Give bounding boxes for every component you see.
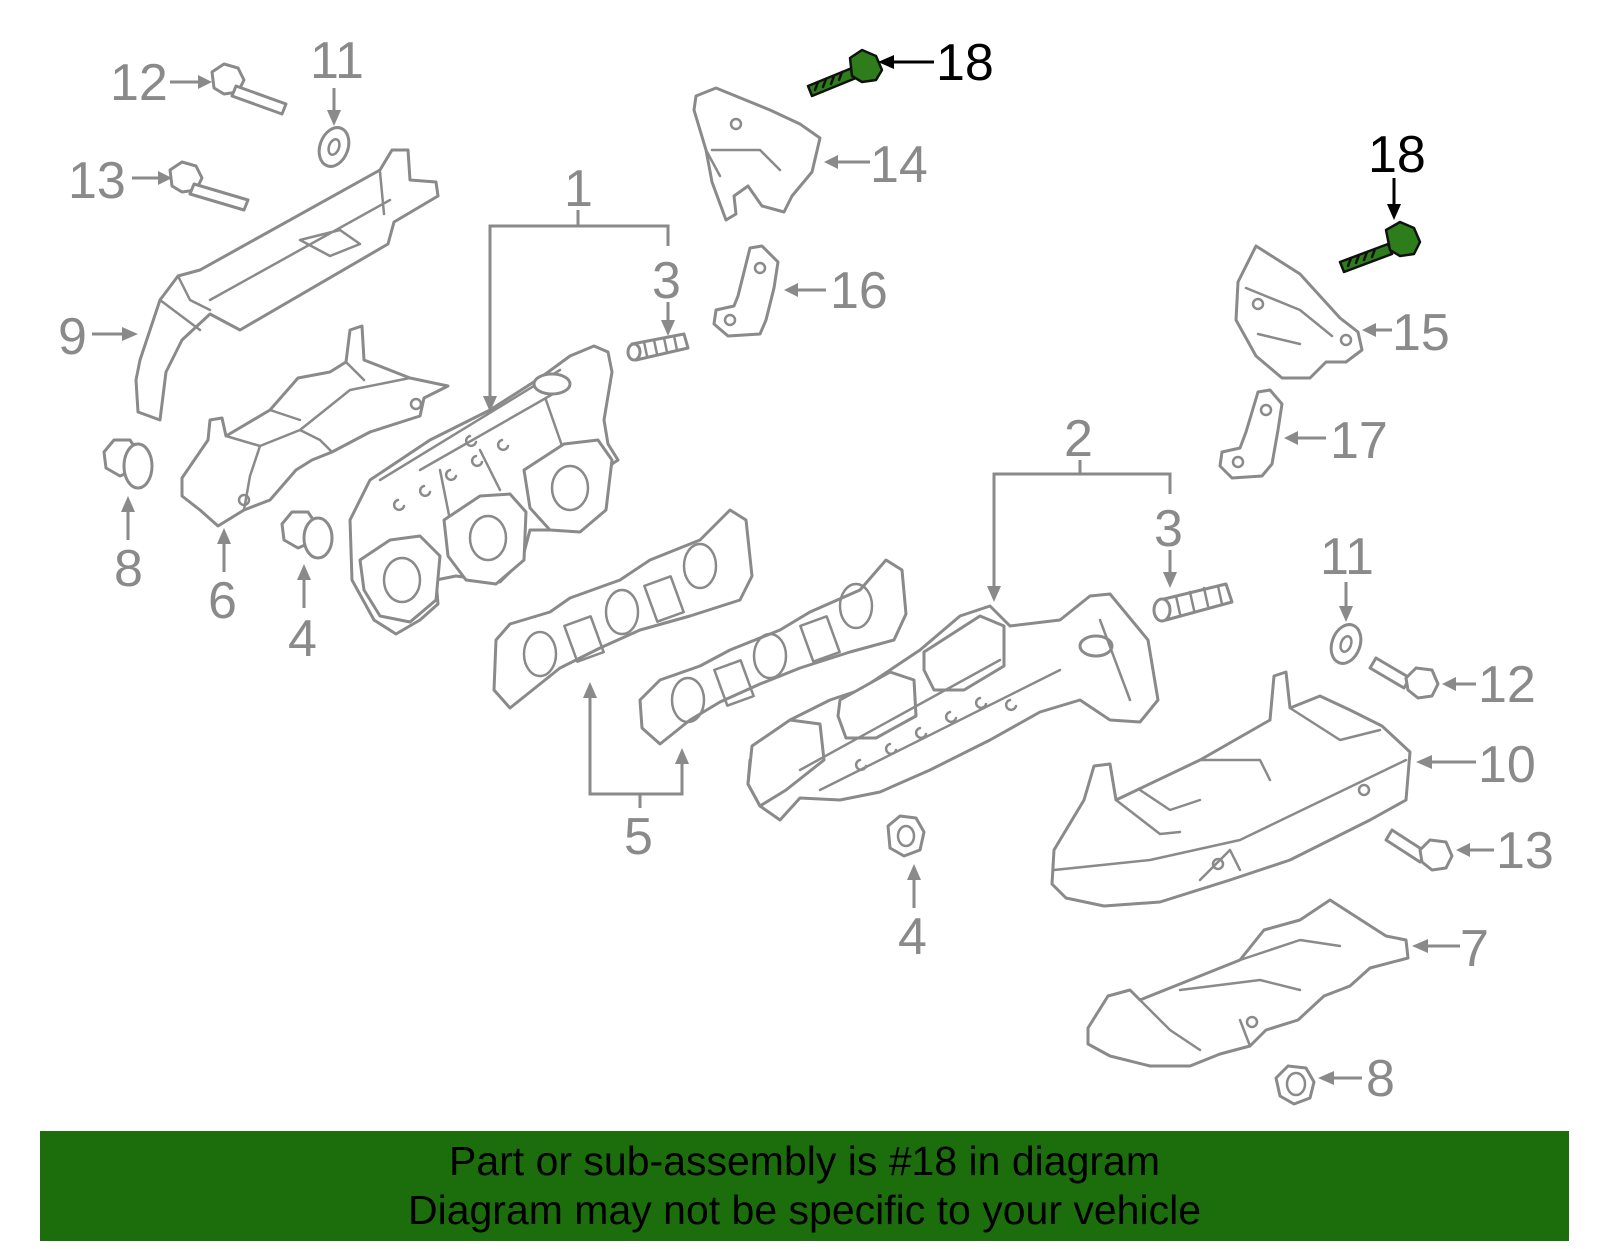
part-1-exhaust-manifold[interactable] [348, 344, 620, 636]
part-12-bolt-right[interactable] [1368, 656, 1440, 700]
part-12-bolt-left[interactable] [210, 62, 288, 116]
part-11-washer-left[interactable] [314, 123, 354, 170]
part-3-stud-right[interactable] [1152, 582, 1234, 623]
callout-2: 2 [1064, 410, 1093, 468]
callout-16: 16 [830, 262, 888, 320]
part-15-heat-shield[interactable] [1234, 244, 1364, 380]
callout-4-right: 4 [898, 908, 927, 966]
part-2-exhaust-manifold[interactable] [746, 592, 1160, 822]
exhaust-manifold-parts-diagram: 18 18 12 11 13 14 1 3 16 15 9 17 2 3 8 6… [58, 32, 1554, 1108]
callout-3-left: 3 [652, 252, 681, 310]
callout-7: 7 [1460, 920, 1489, 978]
part-17-bracket[interactable] [1218, 388, 1284, 480]
part-11-washer-right[interactable] [1326, 620, 1366, 667]
callout-8-left: 8 [114, 540, 143, 598]
callout-4-left: 4 [288, 610, 317, 668]
leader-2 [992, 460, 1172, 588]
callout-13-left: 13 [68, 152, 126, 210]
callout-5: 5 [624, 808, 653, 866]
callout-18-top: 18 [936, 34, 994, 92]
callout-12-left: 12 [110, 54, 168, 112]
callout-12-right: 12 [1478, 656, 1536, 714]
callout-13-right: 13 [1496, 822, 1554, 880]
callout-15: 15 [1392, 304, 1450, 362]
callout-17: 17 [1330, 412, 1388, 470]
part-10-heat-shield[interactable] [1050, 670, 1412, 908]
callout-14: 14 [870, 136, 928, 194]
callout-10: 10 [1478, 736, 1536, 794]
part-13-bolt-left[interactable] [168, 160, 250, 212]
callout-8-right: 8 [1366, 1050, 1395, 1108]
part-18-bolt-right[interactable] [1338, 220, 1422, 274]
part-14-bracket[interactable] [692, 86, 822, 222]
part-8-nut-left[interactable] [102, 438, 154, 490]
callout-9: 9 [58, 308, 87, 366]
part-5-gasket-rear[interactable] [638, 558, 908, 746]
leader-5 [588, 696, 684, 808]
banner-line-2: Diagram may not be specific to your vehi… [407, 1187, 1201, 1233]
part-4-nut-left[interactable] [280, 510, 334, 560]
callout-11-left: 11 [310, 32, 364, 90]
part-5-gasket-front[interactable] [492, 508, 754, 710]
part-4-nut-right[interactable] [886, 814, 926, 858]
part-6-heat-shield[interactable] [180, 324, 450, 528]
part-3-stud-left[interactable] [626, 332, 690, 362]
leader-1 [488, 210, 670, 398]
arrow-18-right [1387, 204, 1401, 220]
callout-3-right: 3 [1154, 500, 1183, 558]
part-8-nut-right[interactable] [1274, 1064, 1316, 1106]
callout-1: 1 [564, 160, 593, 218]
info-banner: Part or sub-assembly is #18 in diagram D… [40, 1131, 1569, 1241]
callout-11-right: 11 [1320, 528, 1374, 586]
banner-line-1: Part or sub-assembly is #18 in diagram [449, 1138, 1160, 1184]
callout-6: 6 [208, 572, 237, 630]
arrow-18-top [878, 55, 894, 69]
part-7-heat-shield[interactable] [1086, 898, 1410, 1068]
part-16-bracket[interactable] [712, 244, 780, 338]
part-13-bolt-right[interactable] [1384, 828, 1454, 872]
part-9-heat-shield[interactable] [134, 148, 440, 422]
callout-18-right: 18 [1368, 126, 1426, 184]
part-18-bolt-top[interactable] [806, 48, 884, 98]
